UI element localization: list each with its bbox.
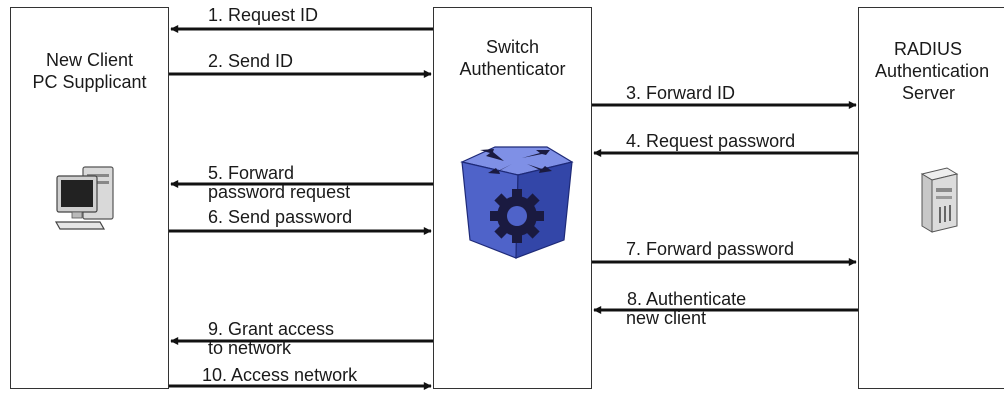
radius-title: RADIUS Authentication Server <box>859 38 1004 104</box>
step-9-label: 9. Grant access to network <box>208 320 334 358</box>
step-8-label: 8. Authenticate new client <box>626 290 746 328</box>
step-10-label: 10. Access network <box>202 365 358 385</box>
step-1-label: 1. Request ID <box>208 5 319 25</box>
step-6-label: 6. Send password <box>208 207 353 227</box>
step-8-label-line1: 8. Authenticate <box>627 289 747 309</box>
step-2-label: 2. Send ID <box>208 51 294 71</box>
client-title-line1: New Client <box>45 50 134 70</box>
desktop-pc-icon <box>54 166 114 230</box>
step-3-label: 3. Forward ID <box>626 83 736 103</box>
switch-title: Switch Authenticator <box>434 36 591 80</box>
radius-title-line2: Authentication <box>875 61 990 81</box>
step-4-label: 4. Request password <box>626 131 796 151</box>
switch-title-line2: Authenticator <box>459 59 566 79</box>
radius-title-line1: RADIUS <box>894 39 963 59</box>
client-title-line2: PC Supplicant <box>32 72 147 92</box>
step-8-label-line2: new client <box>626 308 707 328</box>
client-box: New Client PC Supplicant <box>10 7 169 389</box>
step-9-label-line1: 9. Grant access <box>208 319 335 339</box>
step-9-label-line2: to network <box>208 338 292 358</box>
radius-title-line3: Server <box>902 83 956 103</box>
server-tower-icon <box>920 167 959 233</box>
switch-title-line1: Switch <box>485 37 539 57</box>
switch-router-icon <box>460 146 574 259</box>
client-title: New Client PC Supplicant <box>11 49 168 93</box>
step-5-label-line2: password request <box>208 182 351 202</box>
step-5-label-line1: 5. Forward <box>208 163 295 183</box>
step-5-label: 5. Forward password request <box>208 164 350 202</box>
step-7-label: 7. Forward password <box>626 239 795 259</box>
